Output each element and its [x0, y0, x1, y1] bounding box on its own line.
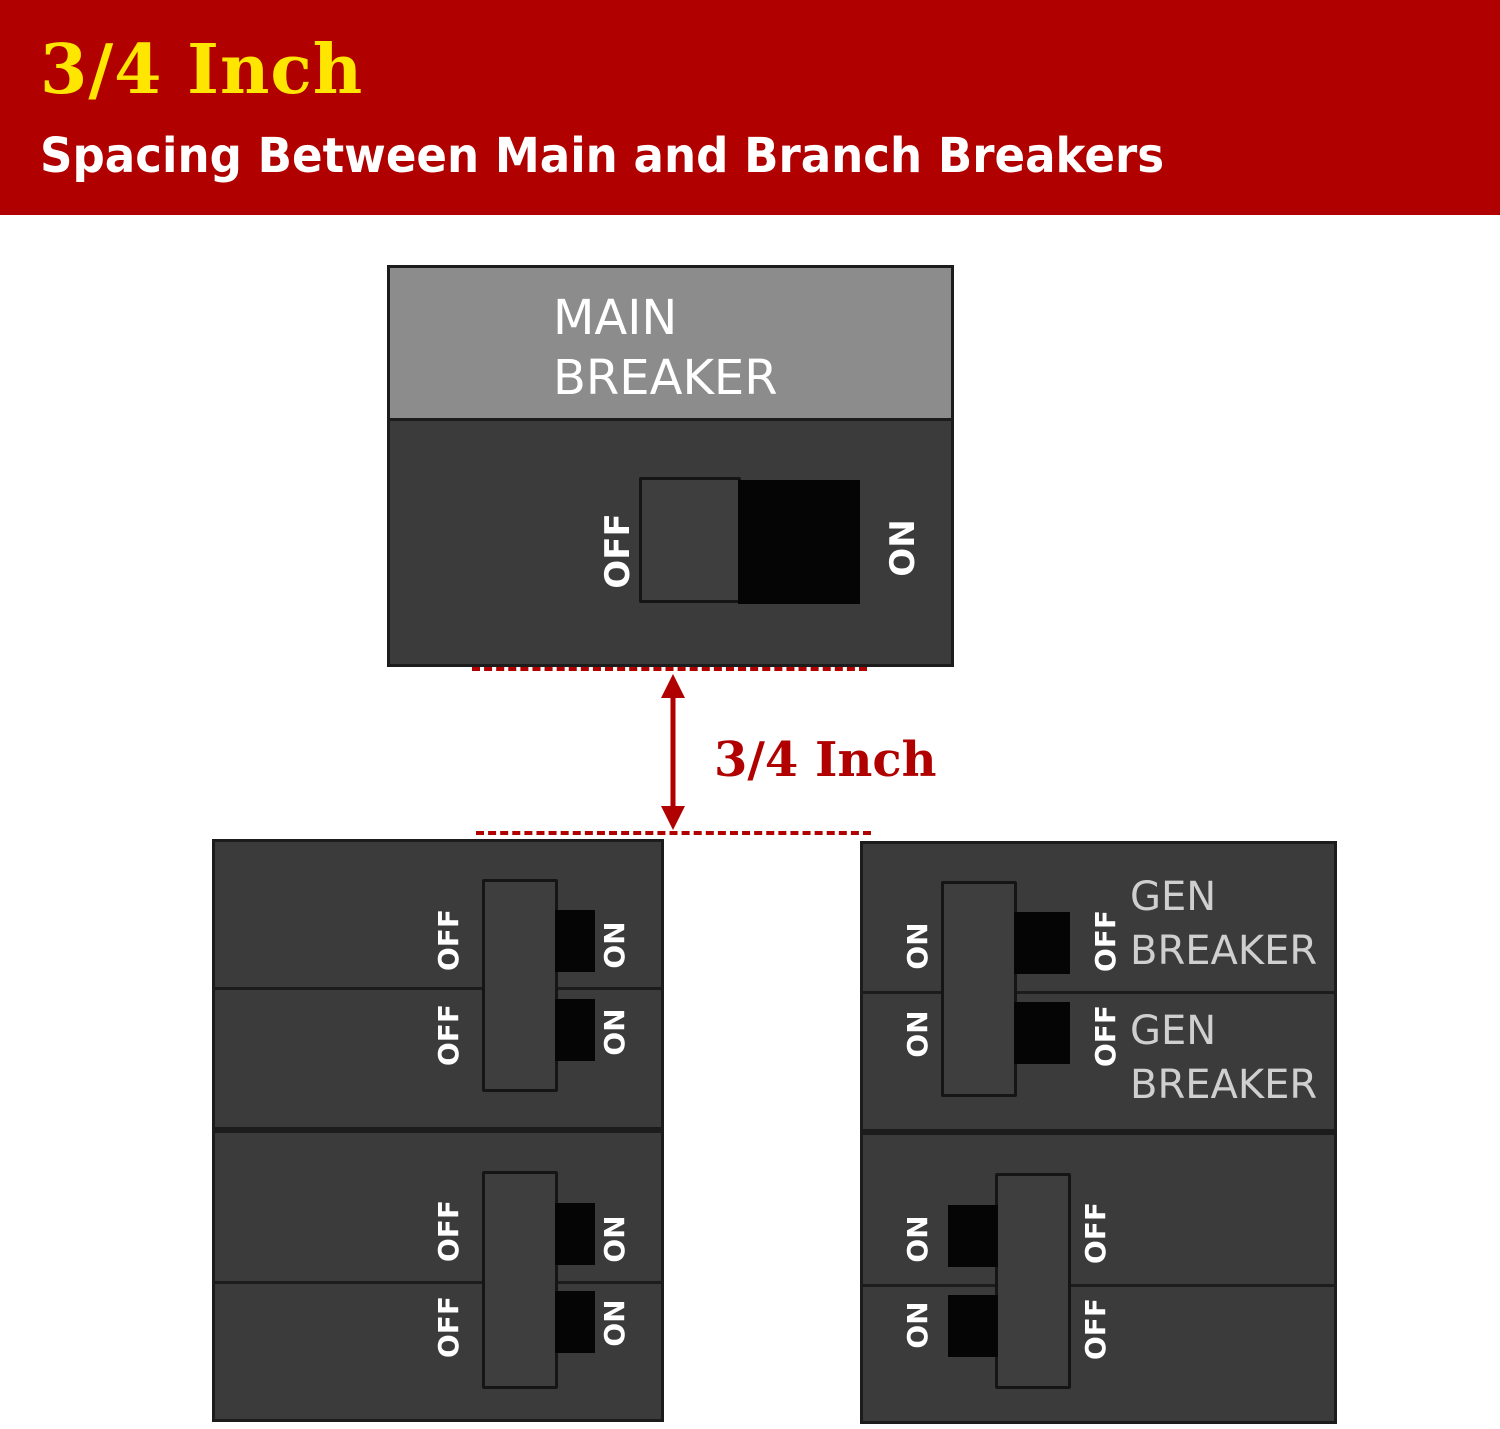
- on-label: ON: [901, 1301, 934, 1349]
- dimension-arrow-icon: [661, 674, 685, 830]
- gen-label-line1: GEN: [1130, 1008, 1217, 1054]
- main-breaker-label: MAIN BREAKER: [553, 288, 778, 408]
- breaker-divider: [215, 1281, 661, 1284]
- gen-breaker-label: GEN BREAKER: [1130, 1004, 1317, 1112]
- breaker-on-slot: [1014, 912, 1070, 974]
- breaker-on-slot: [1014, 1002, 1070, 1064]
- breaker-handle[interactable]: [995, 1173, 1071, 1389]
- on-label: ON: [901, 922, 934, 970]
- gen-label-line2: BREAKER: [1130, 928, 1318, 974]
- off-label: OFF: [1079, 1297, 1112, 1361]
- main-off-label: OFF: [598, 513, 638, 589]
- branch-breaker-left-top: OFF ON OFF ON: [212, 839, 664, 1130]
- gen-breaker: ON OFF ON OFF GEN BREAKER GEN BREAKER: [860, 841, 1337, 1132]
- on-label: ON: [598, 921, 631, 969]
- breaker-divider: [215, 987, 661, 990]
- main-breaker-handle[interactable]: [639, 477, 741, 603]
- off-label: OFF: [432, 1295, 465, 1359]
- breaker-on-slot: [555, 1291, 595, 1353]
- main-breaker: MAIN BREAKER OFF ON: [387, 265, 954, 667]
- gen-label-line2: BREAKER: [1130, 1062, 1318, 1108]
- main-breaker-on-slot: [738, 480, 860, 604]
- off-label: OFF: [432, 1199, 465, 1263]
- breaker-divider: [863, 1284, 1334, 1287]
- on-label: ON: [901, 1215, 934, 1263]
- breaker-on-slot: [555, 999, 595, 1061]
- gen-label-line1: GEN: [1130, 874, 1217, 920]
- breaker-on-slot: [555, 910, 595, 972]
- breaker-on-slot: [948, 1295, 998, 1357]
- dimension-line-bottom: [476, 831, 871, 835]
- page-subtitle: Spacing Between Main and Branch Breakers: [40, 128, 1165, 184]
- dimension-line-top: [472, 667, 867, 671]
- branch-breaker-left-bottom: OFF ON OFF ON: [212, 1130, 664, 1422]
- on-label: ON: [598, 1299, 631, 1347]
- off-label: OFF: [1089, 1004, 1122, 1068]
- header-banner: 3/4 Inch Spacing Between Main and Branch…: [0, 0, 1500, 215]
- breaker-handle[interactable]: [482, 879, 558, 1092]
- breaker-on-slot: [555, 1203, 595, 1265]
- on-label: ON: [598, 1008, 631, 1056]
- off-label: OFF: [1079, 1201, 1112, 1265]
- on-label: ON: [598, 1215, 631, 1263]
- dimension-label: 3/4 Inch: [714, 732, 937, 788]
- main-on-label: ON: [883, 519, 923, 577]
- on-label: ON: [901, 1010, 934, 1058]
- off-label: OFF: [432, 1003, 465, 1067]
- main-breaker-label-panel: MAIN BREAKER: [390, 268, 951, 421]
- gen-breaker-label: GEN BREAKER: [1130, 870, 1317, 978]
- breaker-divider: [863, 991, 1334, 994]
- breaker-on-slot: [948, 1205, 998, 1267]
- page-title: 3/4 Inch: [40, 30, 364, 110]
- main-label-line2: BREAKER: [553, 350, 778, 406]
- branch-breaker-right-bottom: ON OFF ON OFF: [860, 1132, 1337, 1424]
- main-label-line1: MAIN: [553, 290, 678, 346]
- breaker-handle[interactable]: [941, 881, 1017, 1097]
- off-label: OFF: [1089, 909, 1122, 973]
- breaker-handle[interactable]: [482, 1171, 558, 1389]
- off-label: OFF: [432, 908, 465, 972]
